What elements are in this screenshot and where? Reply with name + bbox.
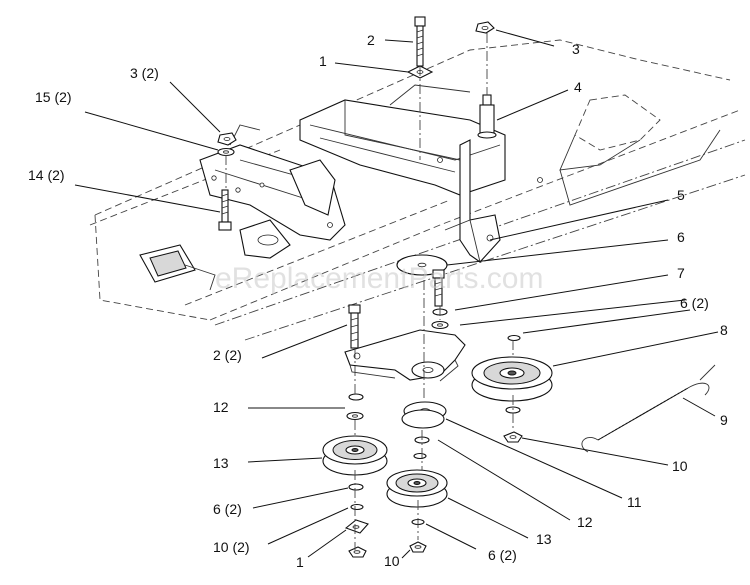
stud-4 bbox=[477, 94, 497, 139]
callout-11: 11 bbox=[627, 494, 642, 510]
callout-10-bottom: 10 bbox=[384, 553, 400, 569]
callout-3-2: 3 (2) bbox=[130, 65, 159, 81]
callout-labels: 2 1 3 3 (2) 15 (2) 4 14 (2) 5 6 7 6 (2) … bbox=[28, 32, 728, 570]
callout-15-2: 15 (2) bbox=[35, 89, 72, 105]
callout-13-right: 13 bbox=[536, 531, 552, 547]
callout-7: 7 bbox=[677, 265, 685, 281]
callout-10-right: 10 bbox=[672, 458, 688, 474]
idler-arm bbox=[344, 329, 466, 382]
callout-9: 9 bbox=[720, 412, 728, 428]
left-lift-arm bbox=[139, 124, 346, 291]
pulley-8 bbox=[471, 334, 553, 443]
callout-2-top: 2 bbox=[367, 32, 375, 48]
callout-10-2: 10 (2) bbox=[213, 539, 250, 555]
callout-4: 4 bbox=[574, 79, 582, 95]
pulley-13-right bbox=[386, 469, 448, 553]
watermark: eReplacementParts.com bbox=[215, 262, 543, 295]
nut-3-top bbox=[475, 21, 495, 34]
callout-6-upper: 6 bbox=[677, 229, 685, 245]
bolt-14-2 bbox=[218, 189, 232, 231]
callout-12-right: 12 bbox=[577, 514, 593, 530]
spring-9 bbox=[581, 364, 716, 453]
callout-6-2-right: 6 (2) bbox=[680, 295, 709, 311]
nut-3-2 bbox=[217, 132, 237, 146]
callout-5: 5 bbox=[677, 187, 685, 203]
callout-3-top: 3 bbox=[572, 41, 580, 57]
callout-14-2: 14 (2) bbox=[28, 167, 65, 183]
mounting-bracket bbox=[299, 84, 543, 263]
middle-stack bbox=[401, 401, 447, 460]
callout-6-2-bottom: 6 (2) bbox=[488, 547, 517, 563]
assembly-axes bbox=[225, 33, 514, 550]
callout-1-top: 1 bbox=[319, 53, 327, 69]
callout-13-left: 13 bbox=[213, 455, 229, 471]
bolt-2-2 bbox=[348, 304, 361, 349]
callout-1-bottom: 1 bbox=[296, 554, 304, 570]
callout-6-2-left: 6 (2) bbox=[213, 501, 242, 517]
callout-8: 8 bbox=[720, 322, 728, 338]
bolt-6-upper bbox=[432, 269, 445, 307]
callout-12-left: 12 bbox=[213, 399, 229, 415]
callout-2-2: 2 (2) bbox=[213, 347, 242, 363]
leader-lines bbox=[74, 29, 719, 559]
washer-15-2 bbox=[217, 147, 235, 157]
bolt-2-top bbox=[414, 16, 426, 67]
left-stack bbox=[346, 393, 364, 421]
